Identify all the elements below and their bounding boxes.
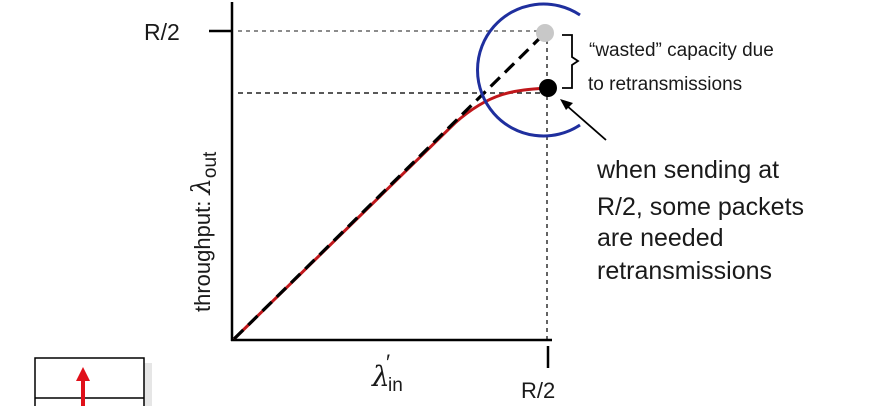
svg-text:throughput: λout: throughput: λout [187,151,221,312]
sending-annotation-line4: retransmissions [597,257,772,285]
sending-annotation-line3: are needed [597,224,724,252]
pointer-arrow-line [565,104,607,141]
up-arrow-icon [76,367,90,406]
x-axis-label: λ ′ in [371,350,403,396]
x-axis-lambda: λ [371,360,390,393]
y-axis-label-prefix: throughput: [190,195,215,312]
y-axis-lambda: λ [187,178,217,195]
inset-box [34,357,152,411]
wasted-annotation-line1: “wasted” capacity due [589,40,774,61]
x-axis-subscript: in [388,375,403,396]
wasted-annotation-line2: to retransmissions [588,74,742,95]
actual-point [539,79,557,97]
x-tick-label: R/2 [521,378,555,403]
highlight-circle [476,2,581,138]
sending-annotation-line2: R/2, some packets [597,193,804,221]
pointer-arrow-head [560,99,573,110]
x-axis-prime: ′ [386,350,390,375]
actual-throughput-curve [232,86,548,341]
y-axis-subscript: out [200,151,221,178]
ideal-throughput-dashed-line [232,31,547,341]
ideal-point [536,24,554,42]
y-tick-label: R/2 [144,19,180,45]
sending-annotation-line1: when sending at [596,156,779,184]
wasted-bracket [562,34,580,89]
y-axis-label: throughput: λout [187,151,221,312]
